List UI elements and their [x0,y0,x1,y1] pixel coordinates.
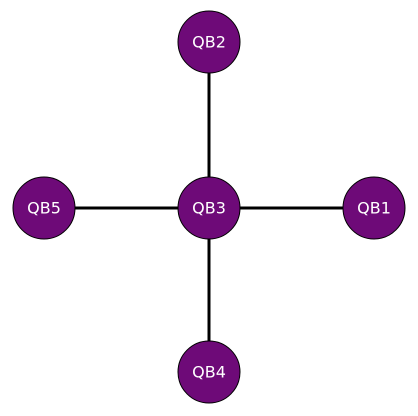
node-qb1-circle [342,176,406,240]
node-qb5-circle [12,176,76,240]
node-qb2: QB2 [177,10,241,74]
node-qb5: QB5 [12,176,76,240]
node-qb3-label: QB3 [192,199,226,218]
node-qb3: QB3 [177,176,241,240]
node-qb4-circle [177,340,241,404]
node-qb1: QB1 [342,176,406,240]
node-qb2-label: QB2 [192,33,226,52]
node-qb3-circle [177,176,241,240]
node-qb1-label: QB1 [357,199,391,218]
node-qb2-circle [177,10,241,74]
node-qb5-label: QB5 [27,199,61,218]
node-qb4-label: QB4 [192,363,226,382]
node-qb4: QB4 [177,340,241,404]
